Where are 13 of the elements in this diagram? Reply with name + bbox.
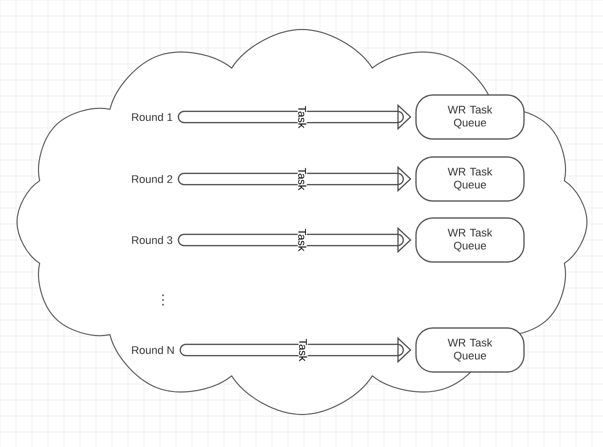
edge-label: Task (298, 228, 307, 252)
edge-label: Task (298, 105, 307, 129)
ellipsis-dots: ⋮ (162, 294, 164, 306)
queue-box: WR Task Queue (415, 217, 525, 263)
queue-box: WR Task Queue (415, 94, 525, 140)
round-label: Round 2 (132, 174, 172, 184)
queue-box: WR Task Queue (415, 156, 525, 202)
queue-box: WR Task Queue (415, 327, 525, 373)
edge-label: Task (298, 338, 308, 362)
round-label: Round 1 (132, 112, 172, 122)
round-label: Round N (132, 346, 174, 354)
round-label: Round 3 (132, 236, 172, 244)
edge-label: Task (298, 167, 307, 191)
